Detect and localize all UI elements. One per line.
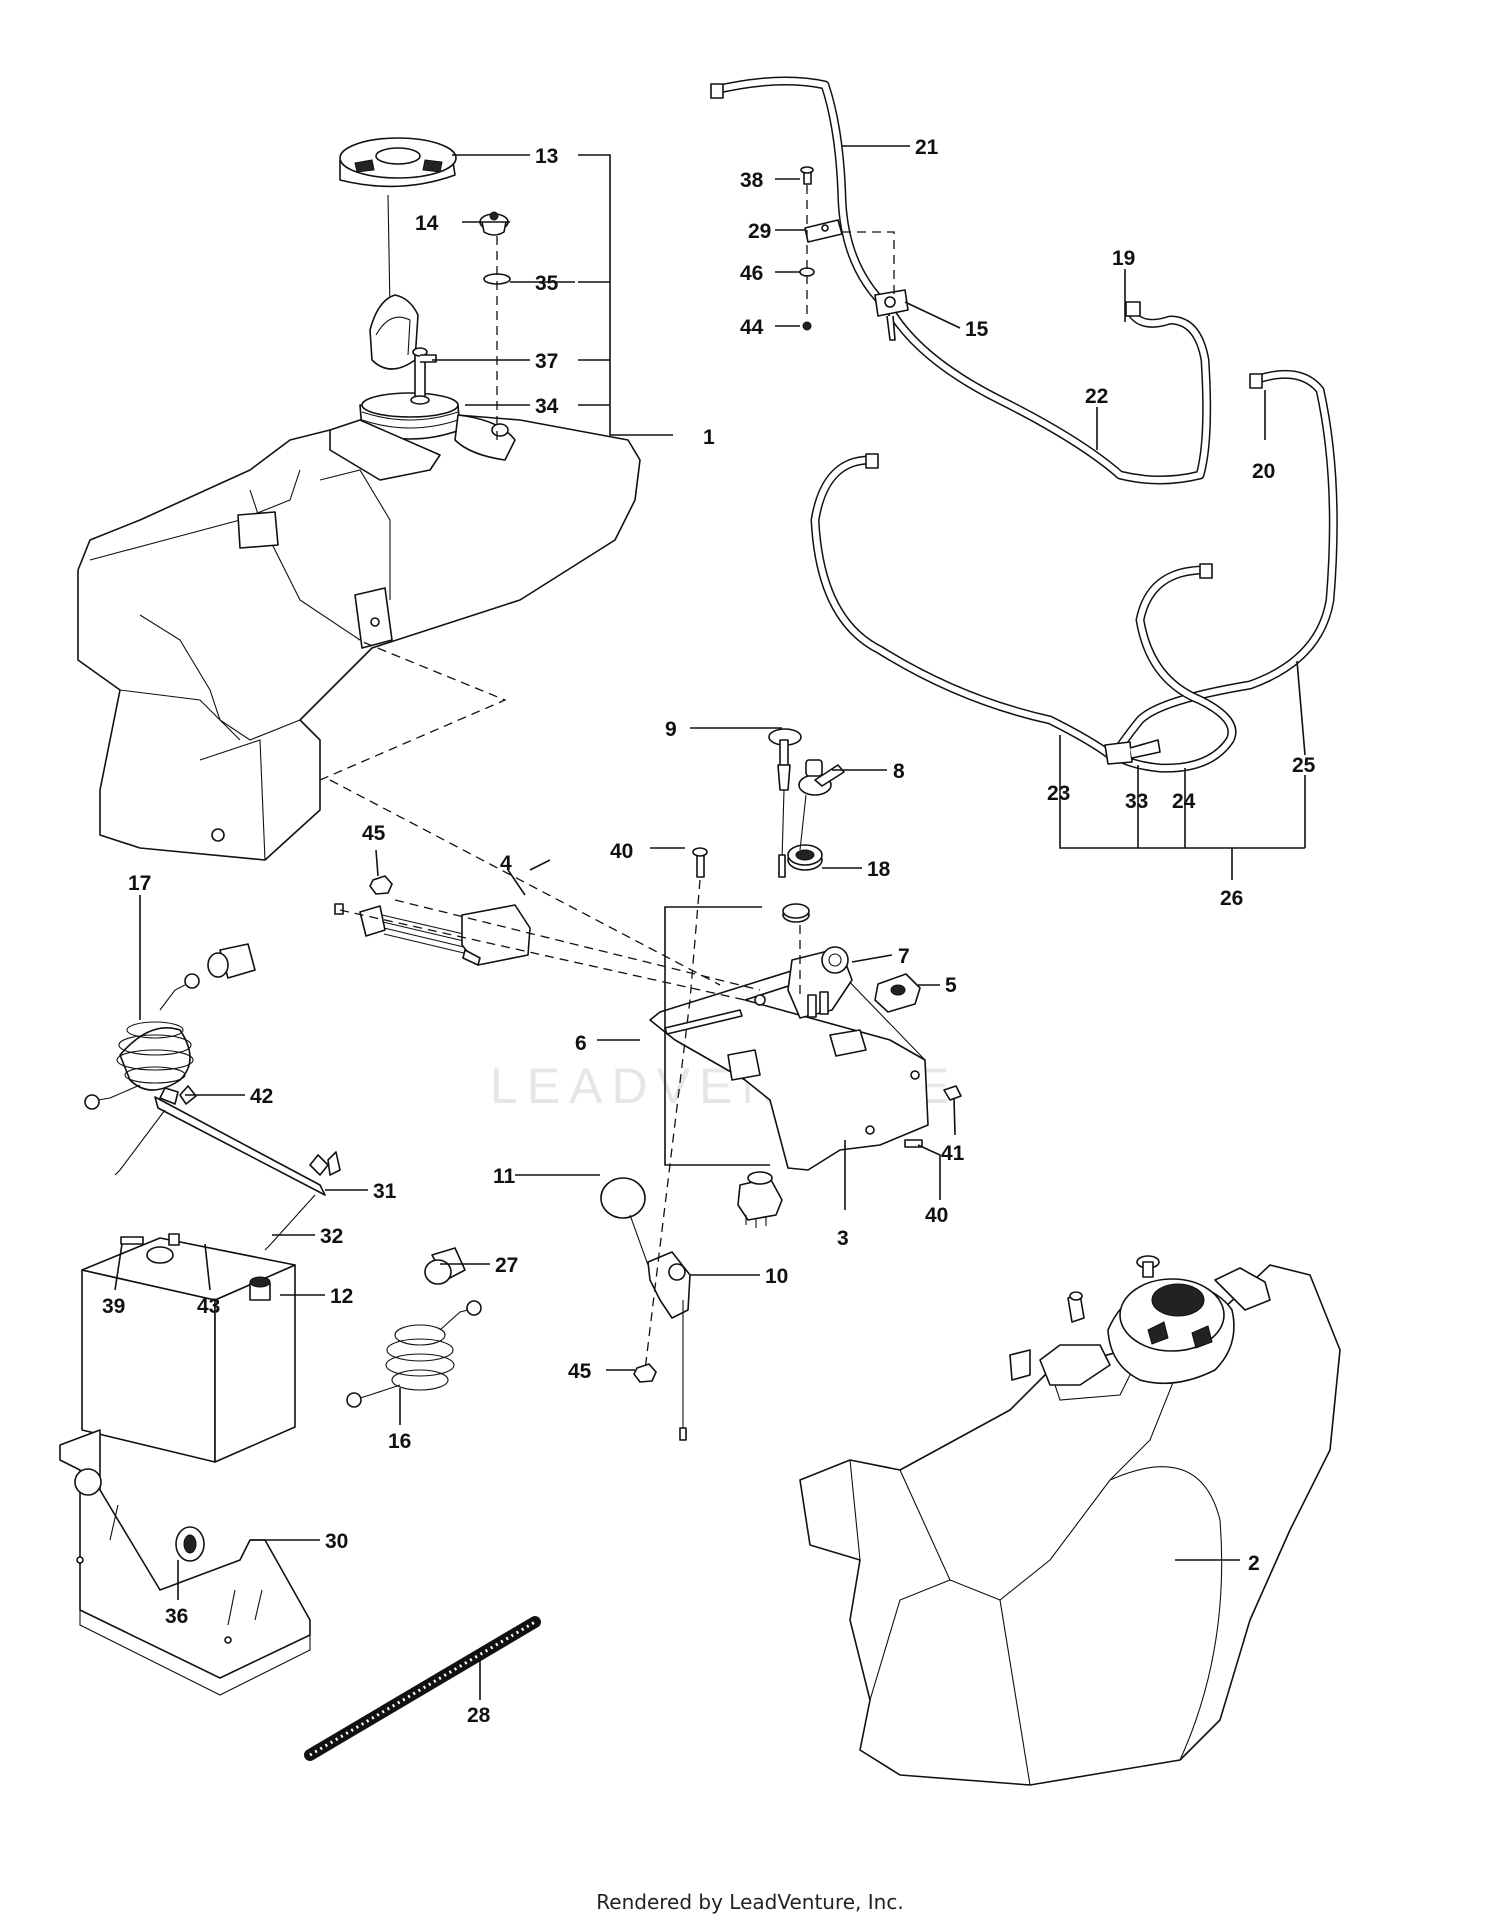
callout-18: 18 <box>867 858 891 881</box>
callout-44: 44 <box>740 316 764 339</box>
callout-45b: 45 <box>568 1360 592 1383</box>
terminal-cover <box>424 1247 466 1285</box>
callout-37: 37 <box>535 350 558 373</box>
callout-41: 41 <box>941 1142 965 1165</box>
bolts <box>692 847 962 1148</box>
callout-45a: 45 <box>362 822 386 845</box>
callout-40b: 40 <box>925 1204 948 1227</box>
fuel-hoses <box>710 76 1338 773</box>
callout-28: 28 <box>467 1704 491 1727</box>
callout-7: 7 <box>898 945 910 968</box>
grommet <box>782 844 823 923</box>
callout-labels: 1 2 3 4 5 6 7 8 9 10 11 12 13 14 15 16 1… <box>102 136 1316 1727</box>
callout-32: 32 <box>320 1225 343 1248</box>
callout-15: 15 <box>965 318 989 341</box>
callout-10: 10 <box>765 1265 788 1288</box>
pto-switch <box>737 1171 783 1228</box>
callout-25: 25 <box>1292 754 1316 777</box>
leader-lines <box>114 145 1306 1700</box>
terminal-boot <box>207 943 256 979</box>
callout-19: 19 <box>1112 247 1135 270</box>
ignition-key <box>798 759 845 851</box>
callout-39: 39 <box>102 1295 125 1318</box>
callout-14: 14 <box>415 212 439 235</box>
callout-26: 26 <box>1220 887 1243 910</box>
fuel-tank-assembly <box>77 392 641 861</box>
hour-meter <box>874 973 921 1013</box>
lock-nut <box>369 875 657 1383</box>
callout-22: 22 <box>1085 385 1108 408</box>
callout-23: 23 <box>1047 782 1070 805</box>
callout-12: 12 <box>330 1285 353 1308</box>
wire-harness <box>334 903 531 966</box>
callout-33: 33 <box>1125 790 1148 813</box>
callout-30: 30 <box>325 1530 348 1553</box>
callout-34: 34 <box>535 395 559 418</box>
callout-17: 17 <box>128 872 151 895</box>
callout-27: 27 <box>495 1254 518 1277</box>
battery-hold-down <box>114 1085 341 1251</box>
callout-1: 1 <box>703 426 715 449</box>
footer-credit: Rendered by LeadVenture, Inc. <box>596 1890 904 1914</box>
battery-cable-positive <box>346 1300 482 1408</box>
vent-valve <box>479 211 509 236</box>
battery-cable-negative <box>84 973 200 1110</box>
battery-tray <box>59 1429 311 1696</box>
fuel-tank-alternate <box>799 1255 1341 1786</box>
callout-21: 21 <box>915 136 939 159</box>
clamp-and-fasteners <box>799 166 843 331</box>
callout-11: 11 <box>493 1165 516 1188</box>
callout-16: 16 <box>388 1430 411 1453</box>
callout-20: 20 <box>1252 460 1275 483</box>
callout-3: 3 <box>837 1227 849 1250</box>
throttle-lever <box>600 1177 691 1441</box>
callout-36: 36 <box>165 1605 188 1628</box>
callout-2: 2 <box>1248 1552 1260 1575</box>
callout-42: 42 <box>250 1085 273 1108</box>
callout-46: 46 <box>740 262 763 285</box>
callout-35: 35 <box>535 272 559 295</box>
throttle-cable <box>768 728 802 878</box>
callout-4: 4 <box>500 852 512 875</box>
callout-9: 9 <box>665 718 677 741</box>
callout-29: 29 <box>748 220 771 243</box>
callout-43: 43 <box>197 1295 220 1318</box>
fuel-cap <box>339 137 457 370</box>
callout-40a: 40 <box>610 840 633 863</box>
callout-38: 38 <box>740 169 764 192</box>
callout-5: 5 <box>945 974 957 997</box>
ignition-switch <box>787 946 853 1019</box>
fitting <box>410 347 437 405</box>
callout-13: 13 <box>535 145 558 168</box>
callout-6: 6 <box>575 1032 587 1055</box>
battery <box>81 1233 296 1463</box>
callout-8: 8 <box>893 760 905 783</box>
protective-sleeve <box>304 1616 541 1761</box>
callout-31: 31 <box>373 1180 397 1203</box>
callout-24: 24 <box>1172 790 1196 813</box>
